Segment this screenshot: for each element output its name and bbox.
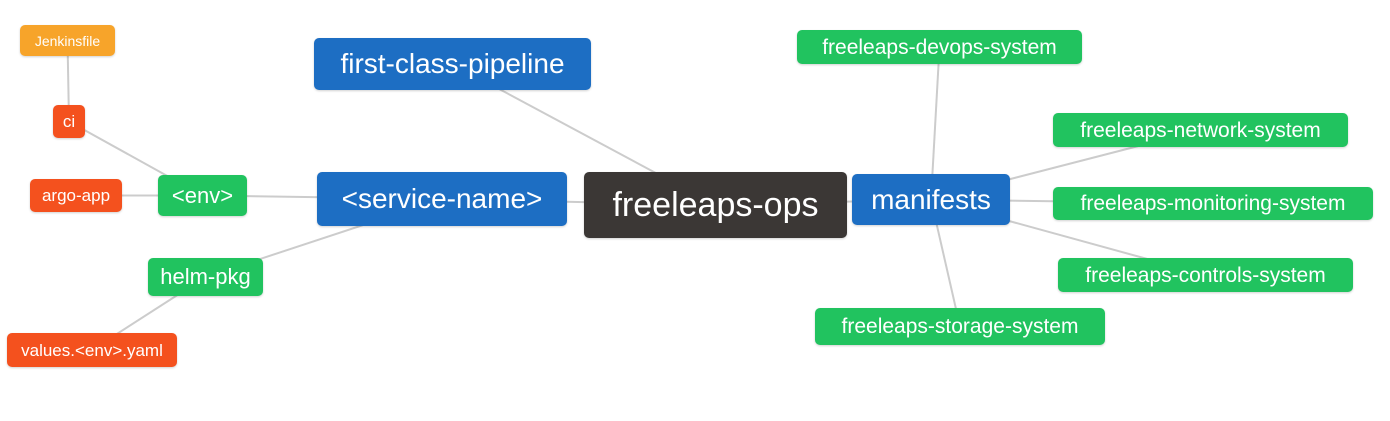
node-freeleaps-storage-system[interactable]: freeleaps-storage-system [815,308,1105,345]
node-argo-app[interactable]: argo-app [30,179,122,212]
node-label-env: <env> [171,182,234,208]
node-values-env-yaml[interactable]: values.<env>.yaml [7,333,177,367]
node-freeleaps-controls-system[interactable]: freeleaps-controls-system [1058,258,1353,292]
node-label-helm-pkg: helm-pkg [160,264,251,289]
node-label-freeleaps-monitoring-system: freeleaps-monitoring-system [1080,192,1346,215]
node-label-freeleaps-storage-system: freeleaps-storage-system [841,315,1079,338]
node-label-first-class-pipeline: first-class-pipeline [340,48,565,79]
node-label-values-env-yaml: values.<env>.yaml [21,340,163,360]
node-label-jenkinsfile: Jenkinsfile [34,32,101,49]
node-label-ci: ci [62,112,76,131]
node-first-class-pipeline[interactable]: first-class-pipeline [314,38,591,90]
node-label-freeleaps-controls-system: freeleaps-controls-system [1085,263,1326,287]
node-label-argo-app: argo-app [41,186,111,205]
node-label-freeleaps-ops: freeleaps-ops [612,186,819,224]
node-label-manifests: manifests [871,183,991,215]
node-ci[interactable]: ci [53,105,85,138]
node-service-name[interactable]: <service-name> [317,172,567,226]
node-manifests[interactable]: manifests [852,174,1010,225]
node-label-service-name: <service-name> [341,183,543,214]
node-label-freeleaps-devops-system: freeleaps-devops-system [822,35,1057,59]
node-freeleaps-monitoring-system[interactable]: freeleaps-monitoring-system [1053,187,1373,220]
node-jenkinsfile[interactable]: Jenkinsfile [20,25,115,56]
node-label-freeleaps-network-system: freeleaps-network-system [1080,118,1321,142]
node-freeleaps-ops[interactable]: freeleaps-ops [584,172,847,238]
node-freeleaps-devops-system[interactable]: freeleaps-devops-system [797,30,1082,64]
node-helm-pkg[interactable]: helm-pkg [148,258,263,296]
node-env[interactable]: <env> [158,175,247,216]
node-freeleaps-network-system[interactable]: freeleaps-network-system [1053,113,1348,147]
